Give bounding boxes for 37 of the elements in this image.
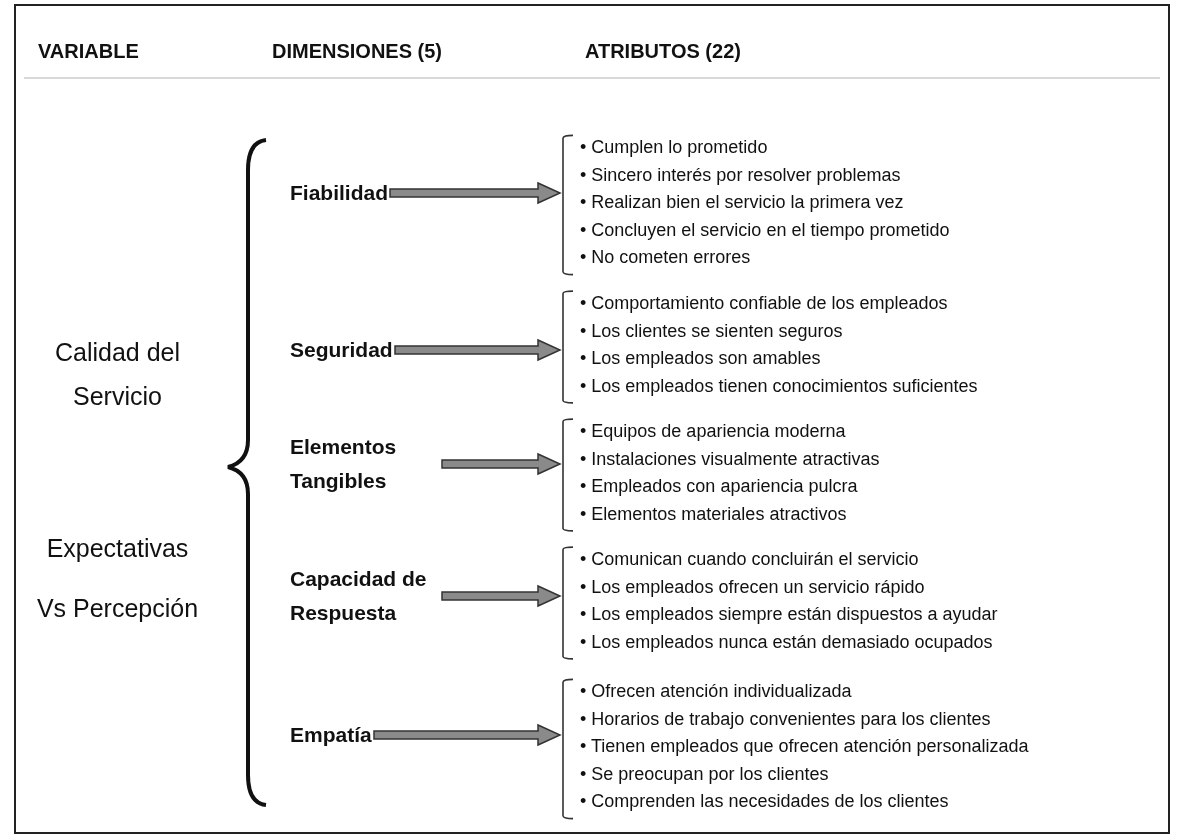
attribute-item: • Sincero interés por resolver problemas	[580, 163, 902, 187]
attribute-item: • Comportamiento confiable de los empleados	[580, 292, 949, 315]
attribute-item: • Concluyen el servicio en el tiempo prometido	[580, 218, 951, 242]
attribute-item: • Se preocupan por los clientes	[580, 762, 830, 786]
attribute-item: • Los empleados ofrecen un servicio rápido	[580, 575, 926, 599]
attribute-item: • No cometen errores	[580, 246, 752, 269]
attribute-item: • Los clientes se sienten seguros	[580, 319, 844, 343]
attribute-item: • Comunican cuando concluirán el servicio	[580, 548, 920, 571]
dimension-label: Capacidad de Respuesta	[290, 562, 440, 630]
block-arrow	[389, 181, 562, 205]
attribute-item: • Tienen empleados que ofrecen atención personalizada	[580, 735, 1030, 758]
block-arrow	[394, 338, 562, 362]
attribute-item: • Los empleados siempre están dispuestos a ayudar	[580, 603, 999, 626]
column-header: VARIABLE	[38, 40, 139, 63]
variable-label: Expectativas Vs Percepción	[35, 533, 200, 624]
attribute-item: • Cumplen lo prometido	[580, 136, 769, 159]
block-arrow	[441, 452, 562, 476]
block-arrow	[373, 723, 562, 747]
attribute-item: • Los empleados nunca están demasiado ocupados	[580, 630, 994, 654]
attribute-item: • Los empleados tienen conocimientos suficientes	[580, 374, 979, 398]
dimension-label: Fiabilidad	[290, 176, 388, 210]
attribute-item: • Empleados con apariencia pulcra	[580, 475, 859, 498]
column-header: ATRIBUTOS (22)	[585, 40, 741, 63]
attribute-item: • Instalaciones visualmente atractivas	[580, 447, 881, 471]
attribute-item: • Elementos materiales atractivos	[580, 502, 848, 526]
dimension-label: Seguridad	[290, 333, 393, 367]
attribute-item: • Horarios de trabajo convenientes para los clientes	[580, 707, 992, 731]
block-arrow	[441, 584, 562, 608]
attribute-item: • Ofrecen atención individualizada	[580, 680, 853, 703]
attribute-item: • Comprenden las necesidades de los clientes	[580, 790, 950, 813]
attribute-item: • Realizan bien el servicio la primera vez	[580, 191, 905, 214]
column-header: DIMENSIONES (5)	[272, 40, 443, 63]
dimension-label: Empatía	[290, 718, 372, 752]
attribute-item: • Equipos de apariencia moderna	[580, 420, 847, 443]
variable-label: Calidad del Servicio	[53, 337, 182, 412]
attribute-item: • Los empleados son amables	[580, 347, 822, 370]
dimension-label: Elementos Tangibles	[290, 430, 440, 498]
